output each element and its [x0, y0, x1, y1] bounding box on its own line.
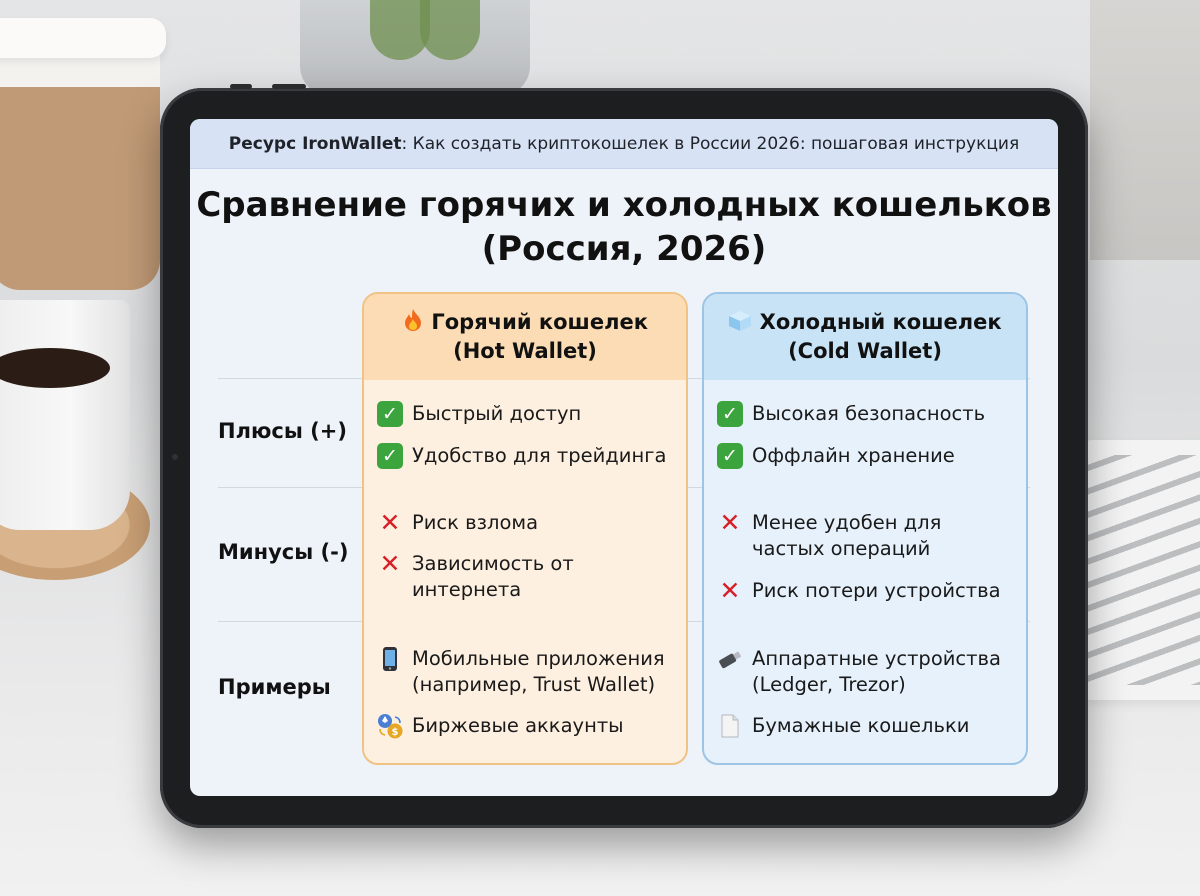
cold-wallet-title: Холодный кошелек — [759, 310, 1002, 334]
list-item: ✓ Высокая безопасность — [716, 401, 1016, 427]
cross-icon: ✕ — [719, 508, 741, 537]
check-icon: ✓ — [716, 443, 744, 469]
list-item: ✓ Удобство для трейдинга — [376, 443, 676, 469]
exchange-icon: $ — [376, 713, 404, 739]
list-item: ✕ Риск потери устройства — [716, 578, 1016, 604]
cold-example-1: Аппаратные устройства (Ledger, Trezor) — [752, 647, 1001, 696]
list-item: ✓ Быстрый доступ — [376, 401, 676, 427]
title-line-2: (Россия, 2026) — [481, 229, 767, 269]
page-title: Сравнение горячих и холодных кошельков (… — [190, 183, 1058, 271]
camera-icon — [172, 454, 178, 460]
title-line-1: Сравнение горячих и холодных кошельков — [196, 185, 1052, 225]
background-mug-coffee — [0, 348, 110, 388]
background-cup-lid — [0, 18, 166, 58]
list-item: Мобильные приложения (например, Trust Wa… — [376, 646, 676, 698]
cold-wallet-column: Холодный кошелек (Cold Wallet) ✓ Высокая… — [702, 292, 1028, 765]
cold-example-2: Бумажные кошельки — [752, 714, 970, 737]
banner-text: : Как создать криптокошелек в России 202… — [401, 133, 1020, 154]
background-coffee-cup — [0, 30, 160, 290]
check-icon: ✓ — [376, 443, 404, 469]
cross-icon: ✕ — [379, 508, 401, 537]
background-mug — [0, 300, 130, 530]
hot-con-1: Риск взлома — [412, 511, 539, 534]
list-item: ✕ Риск взлома — [376, 510, 676, 536]
list-item: Бумажные кошельки — [716, 713, 1016, 739]
cold-wallet-header: Холодный кошелек (Cold Wallet) — [704, 294, 1026, 380]
tablet-button — [272, 84, 306, 89]
fire-icon — [402, 309, 431, 334]
cross-icon: ✕ — [719, 576, 741, 605]
row-label-examples: Примеры — [218, 675, 331, 699]
mobile-phone-icon — [376, 646, 404, 672]
cross-icon: ✕ — [379, 549, 401, 578]
hot-wallet-subtitle: (Hot Wallet) — [453, 339, 597, 363]
svg-text:$: $ — [392, 727, 399, 738]
ice-cube-icon — [728, 310, 759, 334]
plant-leaf — [420, 0, 480, 60]
hot-wallet-column: Горячий кошелек (Hot Wallet) ✓ Быстрый д… — [362, 292, 688, 765]
cold-con-1: Менее удобен для частых операций — [752, 511, 942, 560]
cold-wallet-subtitle: (Cold Wallet) — [788, 339, 942, 363]
tablet-screen: Ресурс IronWallet: Как создать криптокош… — [190, 119, 1058, 796]
hot-example-2: Биржевые аккаунты — [412, 714, 624, 737]
list-item: $ Биржевые аккаунты — [376, 713, 676, 739]
cold-pro-1: Высокая безопасность — [752, 402, 986, 425]
row-label-cons: Минусы (-) — [218, 540, 349, 564]
check-icon: ✓ — [376, 401, 404, 427]
paper-icon — [716, 713, 744, 739]
check-icon: ✓ — [716, 401, 744, 427]
hot-wallet-header: Горячий кошелек (Hot Wallet) — [364, 294, 686, 380]
source-banner: Ресурс IronWallet: Как создать криптокош… — [190, 119, 1058, 169]
cold-pro-2: Оффлайн хранение — [752, 444, 955, 467]
hot-pro-2: Удобство для трейдинга — [412, 444, 667, 467]
list-item: ✕ Менее удобен для частых операций — [716, 510, 1016, 562]
list-item: ✕ Зависимость от интернета — [376, 551, 616, 603]
tablet-button — [230, 84, 252, 89]
usb-drive-icon — [716, 646, 744, 672]
hot-con-2: Зависимость от интернета — [412, 552, 574, 601]
hot-pro-1: Быстрый доступ — [412, 402, 582, 425]
background-notebook-spiral — [1088, 455, 1200, 685]
banner-brand: Ресурс IronWallet — [228, 133, 402, 154]
tablet: Ресурс IronWallet: Как создать криптокош… — [160, 84, 1088, 828]
list-item: Аппаратные устройства (Ledger, Trezor) — [716, 646, 1016, 698]
background-plant-pot — [300, 0, 530, 96]
list-item: ✓ Оффлайн хранение — [716, 443, 1016, 469]
cold-con-2: Риск потери устройства — [752, 579, 1001, 602]
hot-example-1: Мобильные приложения (например, Trust Wa… — [412, 647, 665, 696]
hot-wallet-title: Горячий кошелек — [431, 310, 648, 334]
row-label-pros: Плюсы (+) — [218, 419, 347, 443]
background-shelf — [1090, 0, 1200, 260]
